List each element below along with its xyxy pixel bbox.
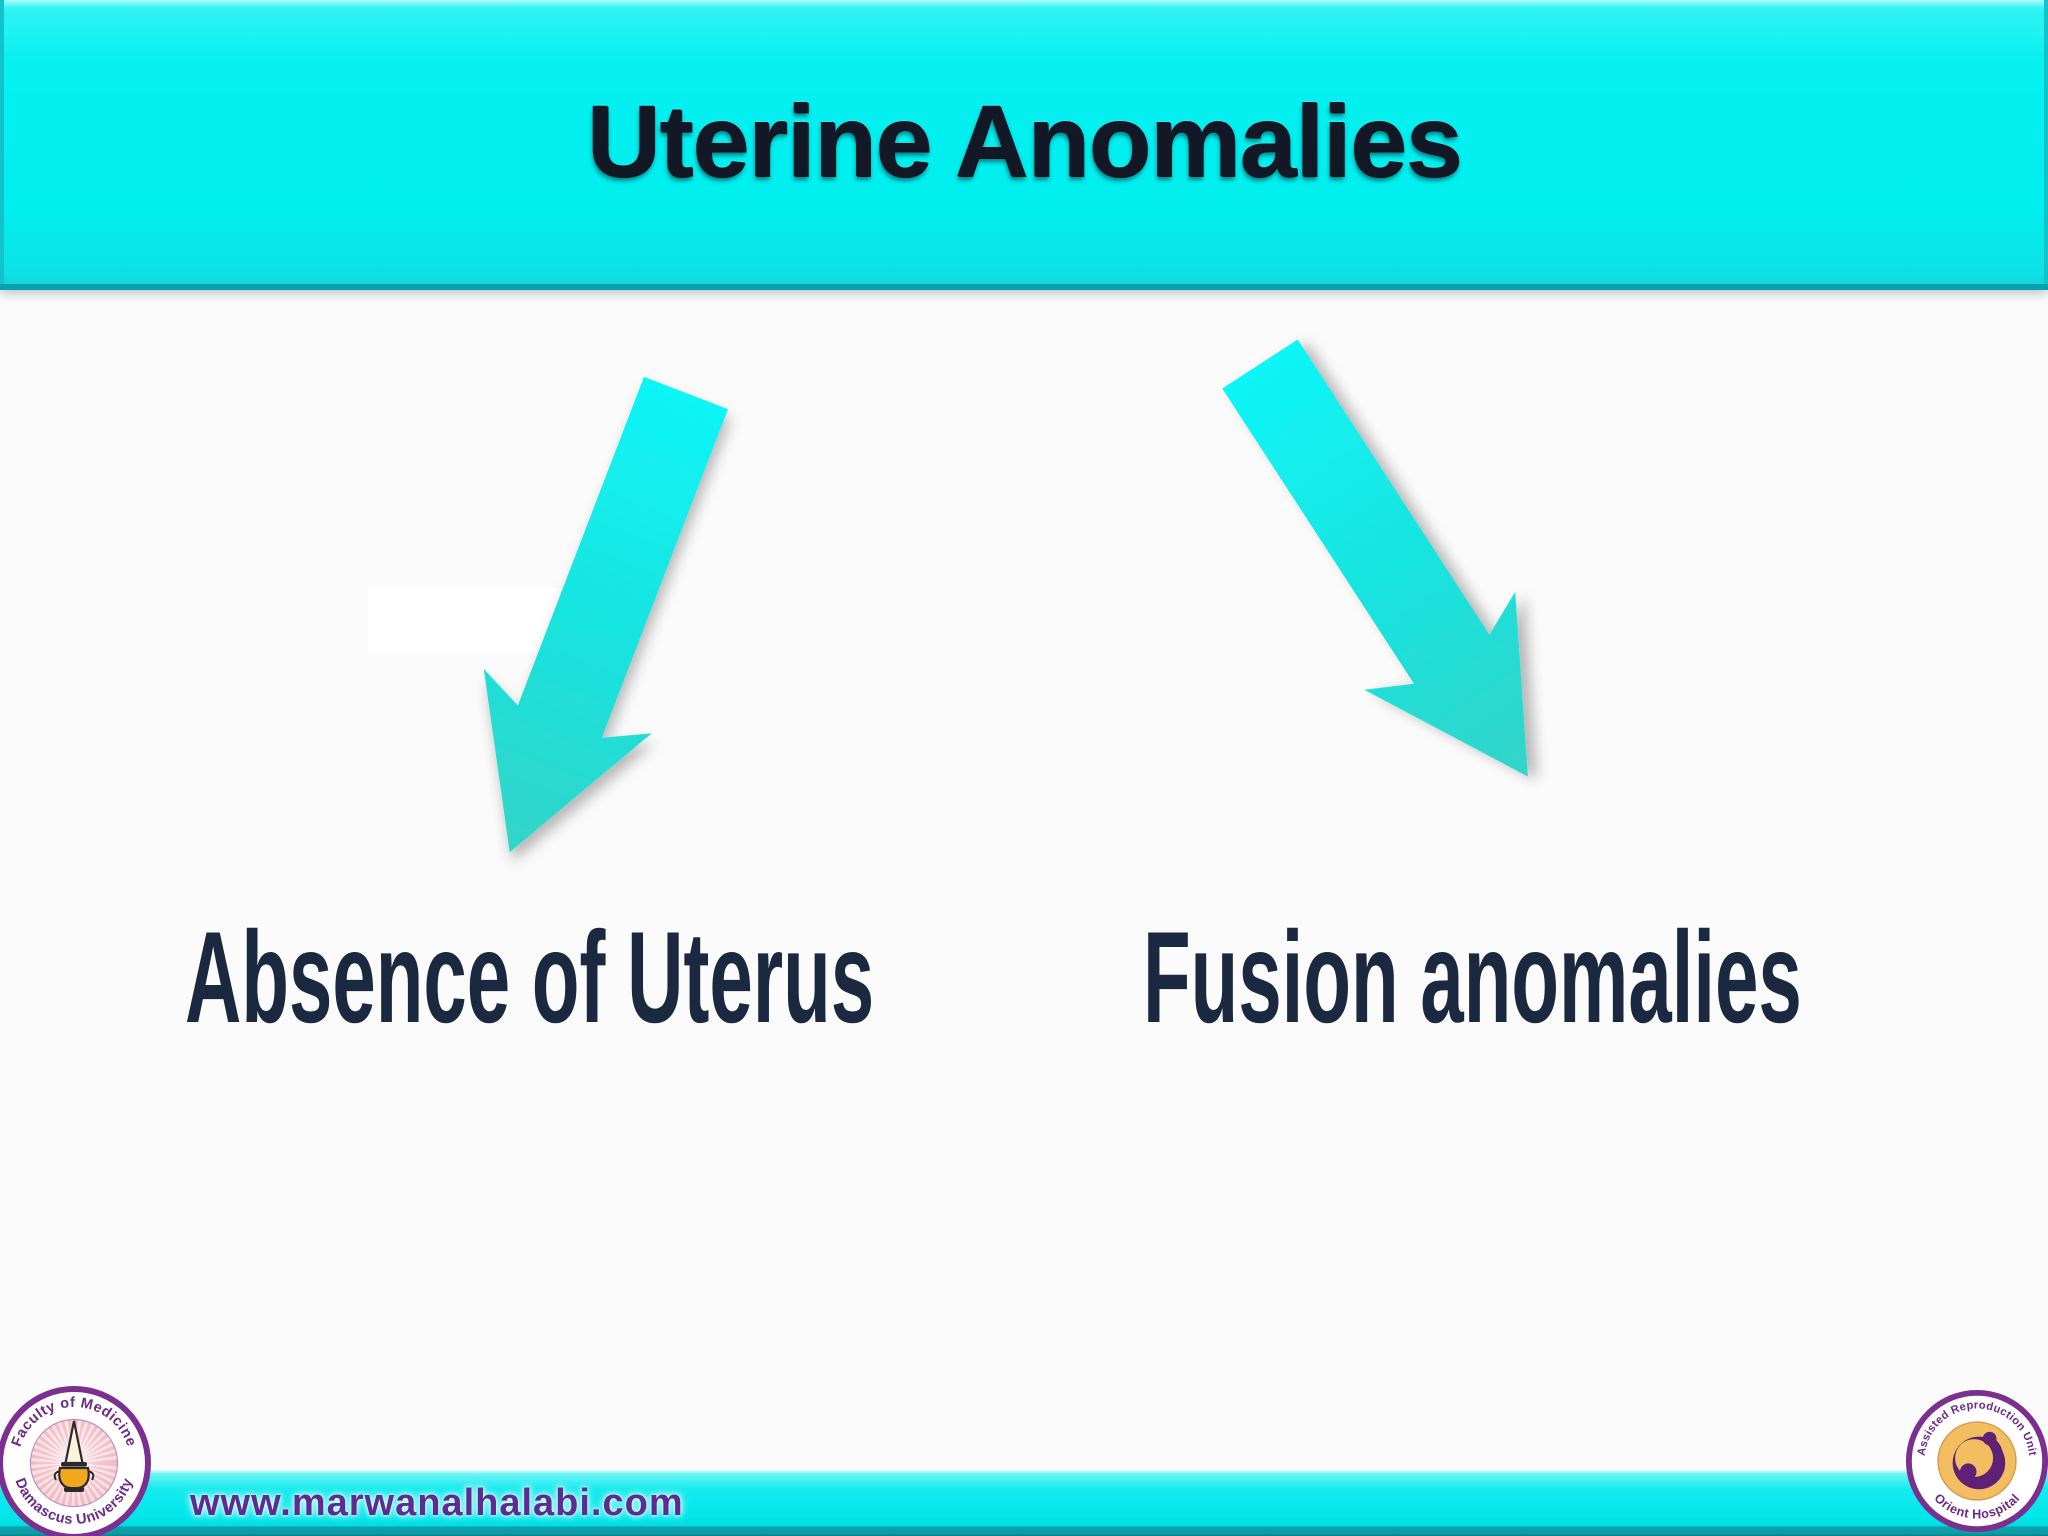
down-right-arrow-icon: [1222, 339, 1528, 777]
damascus-university-logo: Faculty of Medicine Damascus University: [0, 1386, 151, 1536]
title-banner: Uterine Anomalies: [0, 0, 2048, 290]
orient-hospital-logo: Assisted Reproduction Unit Orient Hospit…: [1905, 1389, 2048, 1533]
website-text: www.marwanalhalabi.com: [190, 1482, 684, 1524]
branch-label-fusion-anomalies: Fusion anomalies: [1143, 904, 1802, 1050]
sunburst-rim: [29, 1418, 119, 1508]
footer-bar: www.marwanalhalabi.com: [0, 1470, 2048, 1536]
lamp-icon: [53, 1420, 95, 1492]
branch-label-absence-of-uterus: Absence of Uterus: [185, 904, 875, 1050]
mother-child-icon: [1952, 1431, 2006, 1490]
slide-title: Uterine Anomalies: [586, 84, 1463, 198]
faint-highlight-box: [368, 588, 600, 652]
